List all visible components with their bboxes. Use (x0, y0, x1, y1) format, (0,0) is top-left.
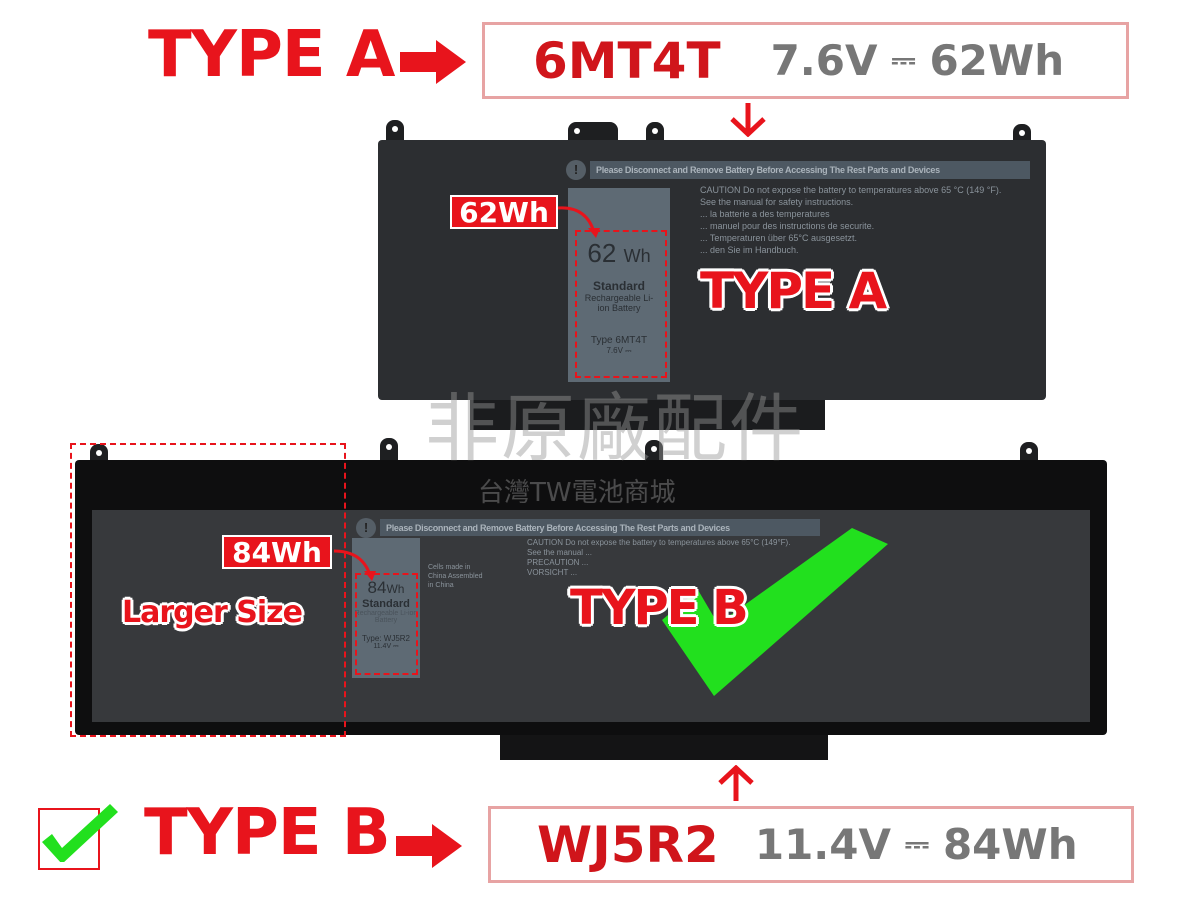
voltage: 7.6V (770, 36, 878, 85)
type-a-overlay: TYPE A (700, 262, 887, 320)
type-b-spec-box: WJ5R2 11.4V ⎓ 84Wh (488, 806, 1134, 883)
arrow-right-icon (396, 824, 462, 868)
checkmark-icon (42, 804, 118, 862)
type-b-overlay: TYPE B (570, 580, 749, 636)
battery-label: 62 Wh Standard Rechargeable Li-ion Batte… (568, 188, 670, 382)
label-type: Type 6MT4T (590, 335, 648, 346)
capacity-badge-84wh: 84Wh (222, 535, 332, 569)
watermark-text: 非原廠配件 (425, 386, 805, 472)
highlight-box (355, 573, 418, 675)
curved-arrow-icon (557, 206, 600, 238)
label-capacity: 84 (367, 578, 387, 597)
battery-type-a (378, 118, 1048, 433)
arrow-up-icon (718, 765, 754, 801)
battery-type-b (75, 438, 1110, 763)
dc-symbol: ⎓ (891, 43, 916, 78)
capacity-badge-62wh: 62Wh (450, 195, 558, 229)
checkmark-icon (662, 528, 888, 696)
selected-checkbox (38, 804, 118, 870)
label-voltage: 11.4V ⎓ (373, 643, 399, 650)
model-code: 6MT4T (533, 31, 721, 90)
type-a-heading: TYPE A (148, 18, 395, 92)
type-b-heading: TYPE B (144, 796, 391, 870)
larger-size-highlight (70, 443, 346, 737)
caution-text: CAUTION Do not expose the battery to tem… (700, 185, 1002, 255)
curved-arrow-icon (333, 549, 376, 581)
highlight-box (575, 230, 667, 378)
watermark-subtext: 台灣TW電池商城 (478, 478, 676, 508)
label-unit: Wh (623, 246, 651, 266)
larger-size-label: Larger Size (122, 595, 303, 630)
label-standard: Standard (592, 279, 645, 293)
capacity: 84Wh (942, 820, 1078, 869)
voltage: 11.4V (754, 820, 891, 869)
capacity: 62Wh (929, 36, 1065, 85)
model-code: WJ5R2 (537, 815, 719, 874)
type-a-spec-box: 6MT4T 7.6V ⎓ 62Wh (482, 22, 1129, 99)
warning-strip: Please Disconnect and Remove Battery Bef… (380, 519, 820, 536)
warning-strip: Please Disconnect and Remove Battery Bef… (590, 161, 1030, 179)
label-capacity: 62 (587, 238, 617, 268)
arrow-right-icon (400, 40, 466, 84)
label-unit: Wh (386, 582, 405, 596)
arrow-down-icon (730, 103, 766, 137)
caution-text: CAUTION Do not expose the battery to tem… (527, 538, 791, 577)
label-voltage: 7.6V ⎓ (606, 346, 632, 355)
cells-text: Cells made in China Assembled in China (428, 564, 483, 589)
label-desc: Rechargeable Li-ion Battery (584, 293, 654, 313)
warning-icon: ! (566, 160, 586, 180)
label-desc: Rechargeable Li-ion Battery (354, 610, 418, 624)
label-type: Type: WJ5R2 (361, 634, 410, 643)
warning-icon: ! (356, 518, 376, 538)
label-standard: Standard (362, 598, 410, 610)
dc-symbol: ⎓ (904, 827, 929, 862)
